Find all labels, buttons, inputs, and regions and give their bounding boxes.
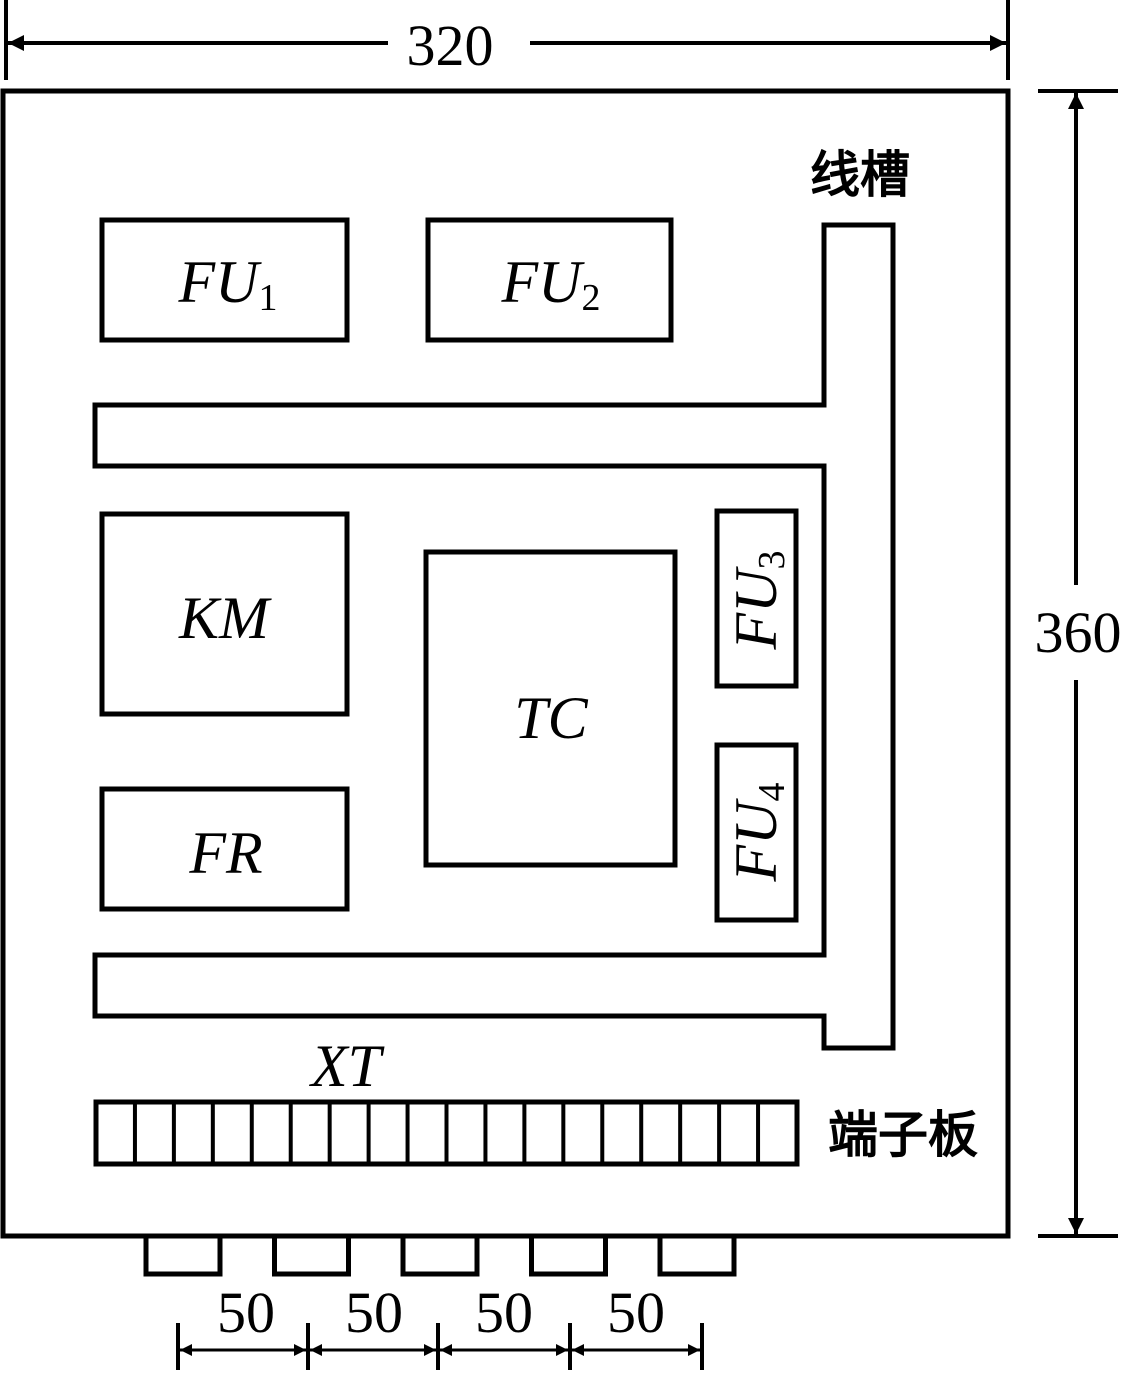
fu3-main: FU	[723, 566, 789, 651]
tc-box	[423, 549, 678, 868]
tc-label: TC	[514, 685, 588, 751]
wire-duct	[92, 222, 896, 1051]
bottom-entry-tab	[272, 1236, 351, 1277]
height-value: 360	[1035, 600, 1122, 665]
panel-outline	[0, 88, 1011, 1239]
km-component: KM	[99, 511, 350, 717]
bottom-entry-tab	[657, 1236, 737, 1277]
height-dimension: 360	[1035, 89, 1122, 1238]
fu3-box	[714, 508, 799, 689]
fu1-box	[99, 217, 350, 343]
terminal-xt-label: XT	[309, 1033, 385, 1099]
spacing-dimensions: 50 50 50 50	[176, 1280, 704, 1370]
fu1-sub: 1	[258, 277, 277, 319]
fr-box	[99, 786, 350, 912]
fu3-sub: 3	[751, 551, 793, 570]
fu2-label: FU2	[501, 249, 601, 319]
fu1-label: FU1	[178, 249, 278, 319]
terminal-board-label: 端子板	[828, 1106, 978, 1164]
bottom-entry-tab	[400, 1236, 480, 1277]
fu4-main: FU	[723, 798, 789, 883]
bottom-entry-tab	[143, 1236, 223, 1277]
fu2-main: FU	[501, 249, 586, 315]
fu2-box	[425, 217, 674, 343]
fu1-main: FU	[178, 249, 263, 315]
tc-component: TC	[423, 549, 678, 868]
km-label: KM	[178, 585, 272, 651]
fu4-box	[714, 742, 799, 923]
spacing-value-3: 50	[475, 1280, 533, 1345]
terminal-block	[93, 1099, 800, 1167]
spacing-value-2: 50	[345, 1280, 403, 1345]
fu3-component: FU3	[714, 508, 799, 689]
width-dimension: 320	[4, 0, 1010, 80]
fu2-sub: 2	[581, 277, 600, 319]
km-box	[99, 511, 350, 717]
fu3-label: FU3	[723, 551, 793, 651]
bottom-entry-tab	[529, 1236, 608, 1277]
fu4-sub: 4	[751, 783, 793, 802]
wire-duct-label: 线槽	[810, 146, 910, 204]
spacing-value-1: 50	[217, 1280, 275, 1345]
bottom-entries	[143, 1236, 737, 1277]
fr-label: FR	[188, 820, 262, 886]
fu4-label: FU4	[723, 783, 793, 883]
fu1-component: FU1	[99, 217, 350, 343]
fu4-component: FU4	[714, 742, 799, 923]
fu2-component: FU2	[425, 217, 674, 343]
spacing-value-4: 50	[607, 1280, 665, 1345]
width-value: 320	[407, 13, 494, 78]
fr-component: FR	[99, 786, 350, 912]
